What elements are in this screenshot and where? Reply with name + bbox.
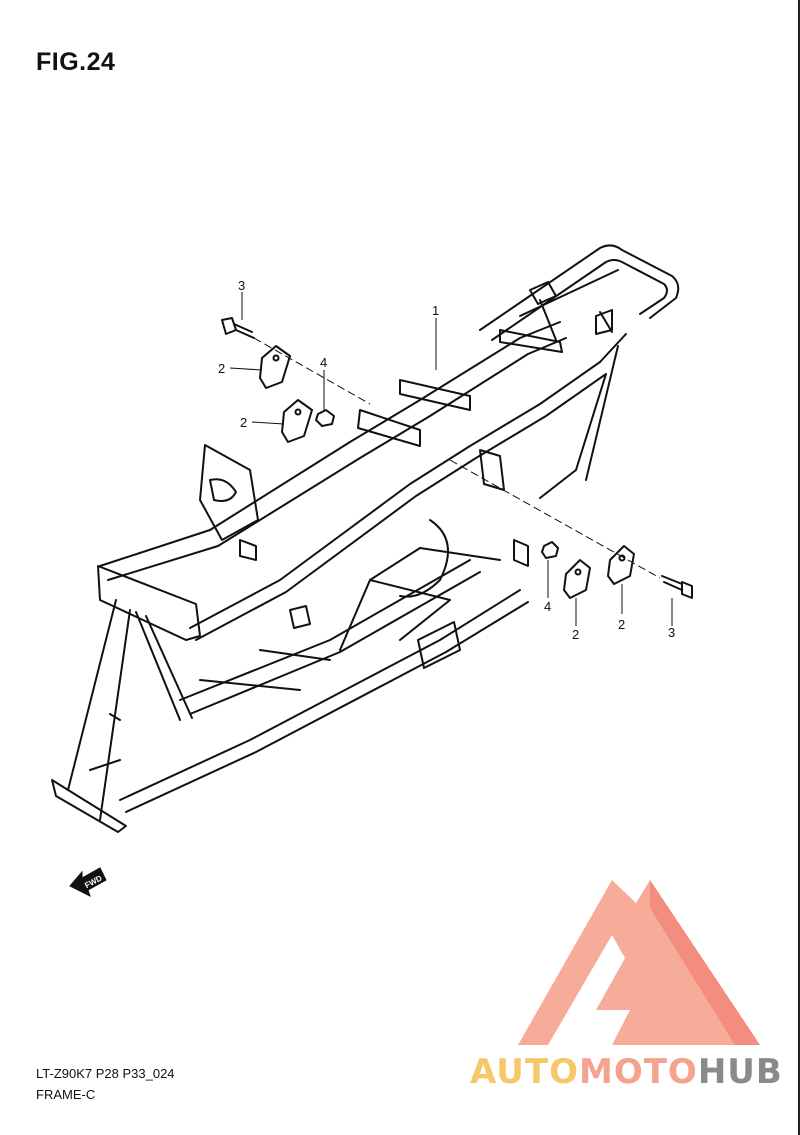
bolt-right: [661, 575, 693, 599]
bolt-left: [221, 317, 255, 339]
callout-nut-left: 4: [320, 355, 327, 370]
assembly-lines: [253, 337, 661, 579]
nut-right: [541, 541, 559, 559]
engine-mount-plates: [239, 449, 529, 629]
watermark-text: AUTOMOTOHUB: [470, 1052, 783, 1092]
fwd-arrow-icon: FWD: [69, 867, 107, 897]
lower-cradle: [119, 519, 529, 813]
figure-title: FIG.24: [36, 48, 116, 76]
callout-frame: 1: [432, 303, 439, 318]
bracket-upper-a: [259, 345, 291, 389]
callout-bracket-upper-b: 2: [240, 415, 247, 430]
callout-bracket-upper-a: 2: [218, 361, 225, 376]
automotohub-logo: [518, 880, 760, 1045]
bracket-right-b: [607, 545, 635, 585]
callout-bracket-right-a: 2: [572, 627, 579, 642]
watermark-part-hub: HUB: [697, 1052, 783, 1092]
page-border: [798, 0, 800, 1135]
footer-model-code: LT-Z90K7 P28 P33_024: [36, 1066, 175, 1081]
nut-left: [315, 409, 335, 427]
callout-bolt-left: 3: [238, 278, 245, 293]
callout-bracket-right-b: 2: [618, 617, 625, 632]
bracket-upper-b: [281, 399, 313, 443]
main-rails: [99, 321, 627, 641]
watermark-part-auto: AUTO: [470, 1052, 579, 1092]
watermark-part-moto: MOTO: [578, 1052, 698, 1092]
rear-rack: [479, 244, 680, 341]
callout-bolt-right: 3: [668, 625, 675, 640]
callout-nut-right: 4: [544, 599, 551, 614]
footer-section-name: FRAME-C: [36, 1087, 96, 1102]
leader-lines: [229, 292, 673, 626]
bracket-right-a: [563, 559, 591, 599]
front-section: [51, 444, 259, 833]
cross-tubes: [357, 329, 563, 447]
